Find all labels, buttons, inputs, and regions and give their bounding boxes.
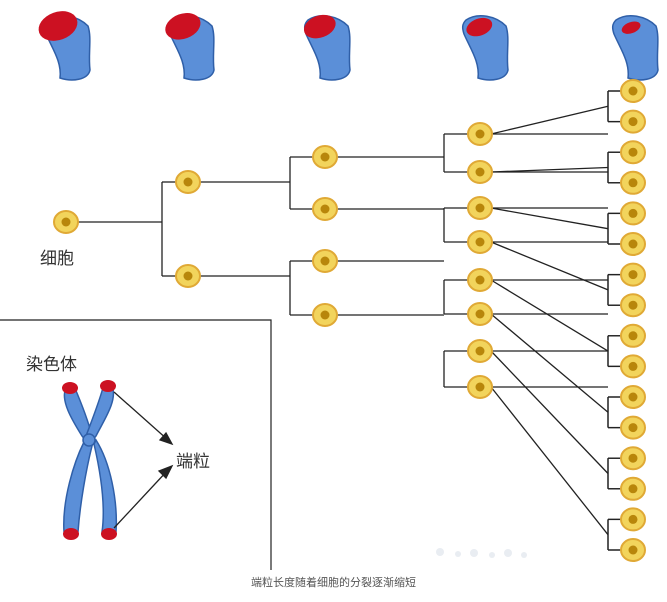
centromere <box>82 433 96 447</box>
telomere-arrows <box>113 391 174 529</box>
cell-gen4-6 <box>620 232 646 256</box>
cell-gen2-4 <box>312 303 338 327</box>
cell-gen4-11 <box>620 385 646 409</box>
tree-branch-stem <box>490 386 609 536</box>
cell-gen4-4 <box>620 170 646 195</box>
cell-gen3-4 <box>467 230 493 254</box>
cell-gen3-2 <box>467 160 493 184</box>
cell-gen4-1 <box>620 79 646 103</box>
chromosome-stage-2 <box>165 13 215 81</box>
cell-gen4-5 <box>620 201 646 226</box>
arrow-upper <box>113 391 169 441</box>
arrow-lower <box>113 469 169 529</box>
tree-branch-stem <box>490 241 609 291</box>
figure-caption: 端粒长度随着细胞的分裂逐渐缩短 <box>251 576 416 589</box>
chromosome-stage-5 <box>611 14 659 81</box>
telomere-cap-upper-left <box>62 382 78 394</box>
chromatid-lower-left <box>63 440 93 539</box>
cell-gen4-8 <box>620 293 646 318</box>
cell-gen4-16 <box>620 538 646 562</box>
tree-branch-stem <box>490 279 609 352</box>
chromosome-stage-4 <box>461 14 509 81</box>
chromatid-upper-right <box>85 383 115 442</box>
tree-branch-stem <box>490 105 609 135</box>
cell-gen3-5 <box>467 268 493 292</box>
cell-gen4-10 <box>620 354 646 379</box>
chromosome-stage-1 <box>38 11 91 81</box>
tree-branch-stem <box>490 166 609 173</box>
telomere-label: 端粒 <box>176 452 210 472</box>
telomere-cap-upper-right <box>100 380 116 392</box>
faint-dots <box>436 548 527 558</box>
division-tree-lines <box>77 90 622 551</box>
cell-gen3-6 <box>467 302 493 326</box>
cell-gen3-8 <box>467 375 493 399</box>
cell-label: 细胞 <box>40 249 74 269</box>
cell-gen4-13 <box>620 446 646 471</box>
telomere-cap-lower-left <box>63 528 79 540</box>
chromosome-stage-3 <box>303 14 351 81</box>
division-tree-cells <box>53 79 646 562</box>
tree-branch-stem <box>490 350 609 474</box>
cell-gen4-15 <box>620 507 646 532</box>
cell-gen2-3 <box>312 249 338 273</box>
cell-gen1-2 <box>175 264 201 288</box>
inset-frame <box>0 319 272 570</box>
telomere-shortening-series <box>38 11 659 81</box>
cell-gen3-1 <box>467 122 493 146</box>
arrowhead-lower <box>157 464 174 480</box>
chromosome-label: 染色体 <box>26 355 77 375</box>
cell-gen4-12 <box>620 415 646 440</box>
telomere-cap-lower-right <box>101 528 117 540</box>
tree-branch-stem <box>490 207 609 230</box>
cell-gen3-7 <box>467 339 493 363</box>
cell-gen1-1 <box>175 170 201 194</box>
cell-gen4-9 <box>620 323 646 348</box>
cell-gen0-1 <box>53 210 79 234</box>
cell-gen3-3 <box>467 196 493 220</box>
cell-gen2-1 <box>312 145 338 169</box>
chromatid-lower-right <box>93 438 118 539</box>
cell-gen4-14 <box>620 476 646 501</box>
tree-branch-stem <box>490 313 609 413</box>
x-chromosome <box>62 380 118 540</box>
cell-gen2-2 <box>312 197 338 221</box>
cell-gen4-3 <box>620 140 646 165</box>
cell-gen4-7 <box>620 262 646 287</box>
cell-gen4-2 <box>620 109 646 134</box>
arrowhead-upper <box>158 431 174 446</box>
